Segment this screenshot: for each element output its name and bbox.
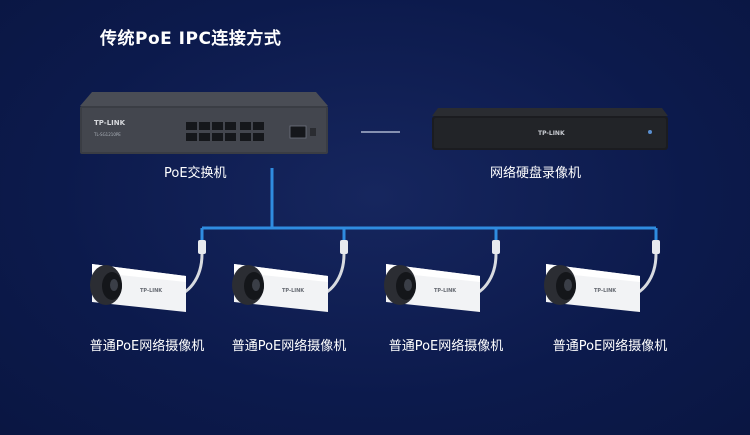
nvr-label: 网络硬盘录像机 (490, 166, 582, 181)
nvr-recorder-icon: TP-LINK (432, 108, 668, 150)
switch-brand: TP-LINK (94, 119, 126, 127)
camera-4-label: 普通PoE网络摄像机 (552, 339, 668, 354)
camera-3-brand: TP-LINK (434, 288, 457, 294)
camera-1-label: 普通PoE网络摄像机 (89, 339, 205, 354)
camera-2-label: 普通PoE网络摄像机 (231, 339, 347, 354)
switch-label: PoE交换机 (164, 166, 227, 181)
camera-2-brand: TP-LINK (282, 288, 305, 294)
poe-switch-icon: TP-LINK TL-SG1210PE (80, 92, 328, 154)
switch-model: TL-SG1210PE (93, 132, 121, 137)
camera-1-brand: TP-LINK (140, 288, 163, 294)
nvr-brand: TP-LINK (538, 130, 565, 137)
diagram-title: 传统PoE IPC连接方式 (100, 29, 282, 49)
camera-2-icon: TP-LINK (232, 240, 348, 312)
camera-3-icon: TP-LINK (384, 240, 500, 312)
camera-4-icon: TP-LINK (544, 240, 660, 312)
camera-4-brand: TP-LINK (594, 288, 617, 294)
camera-1-icon: TP-LINK (90, 240, 206, 312)
camera-3-label: 普通PoE网络摄像机 (388, 339, 504, 354)
